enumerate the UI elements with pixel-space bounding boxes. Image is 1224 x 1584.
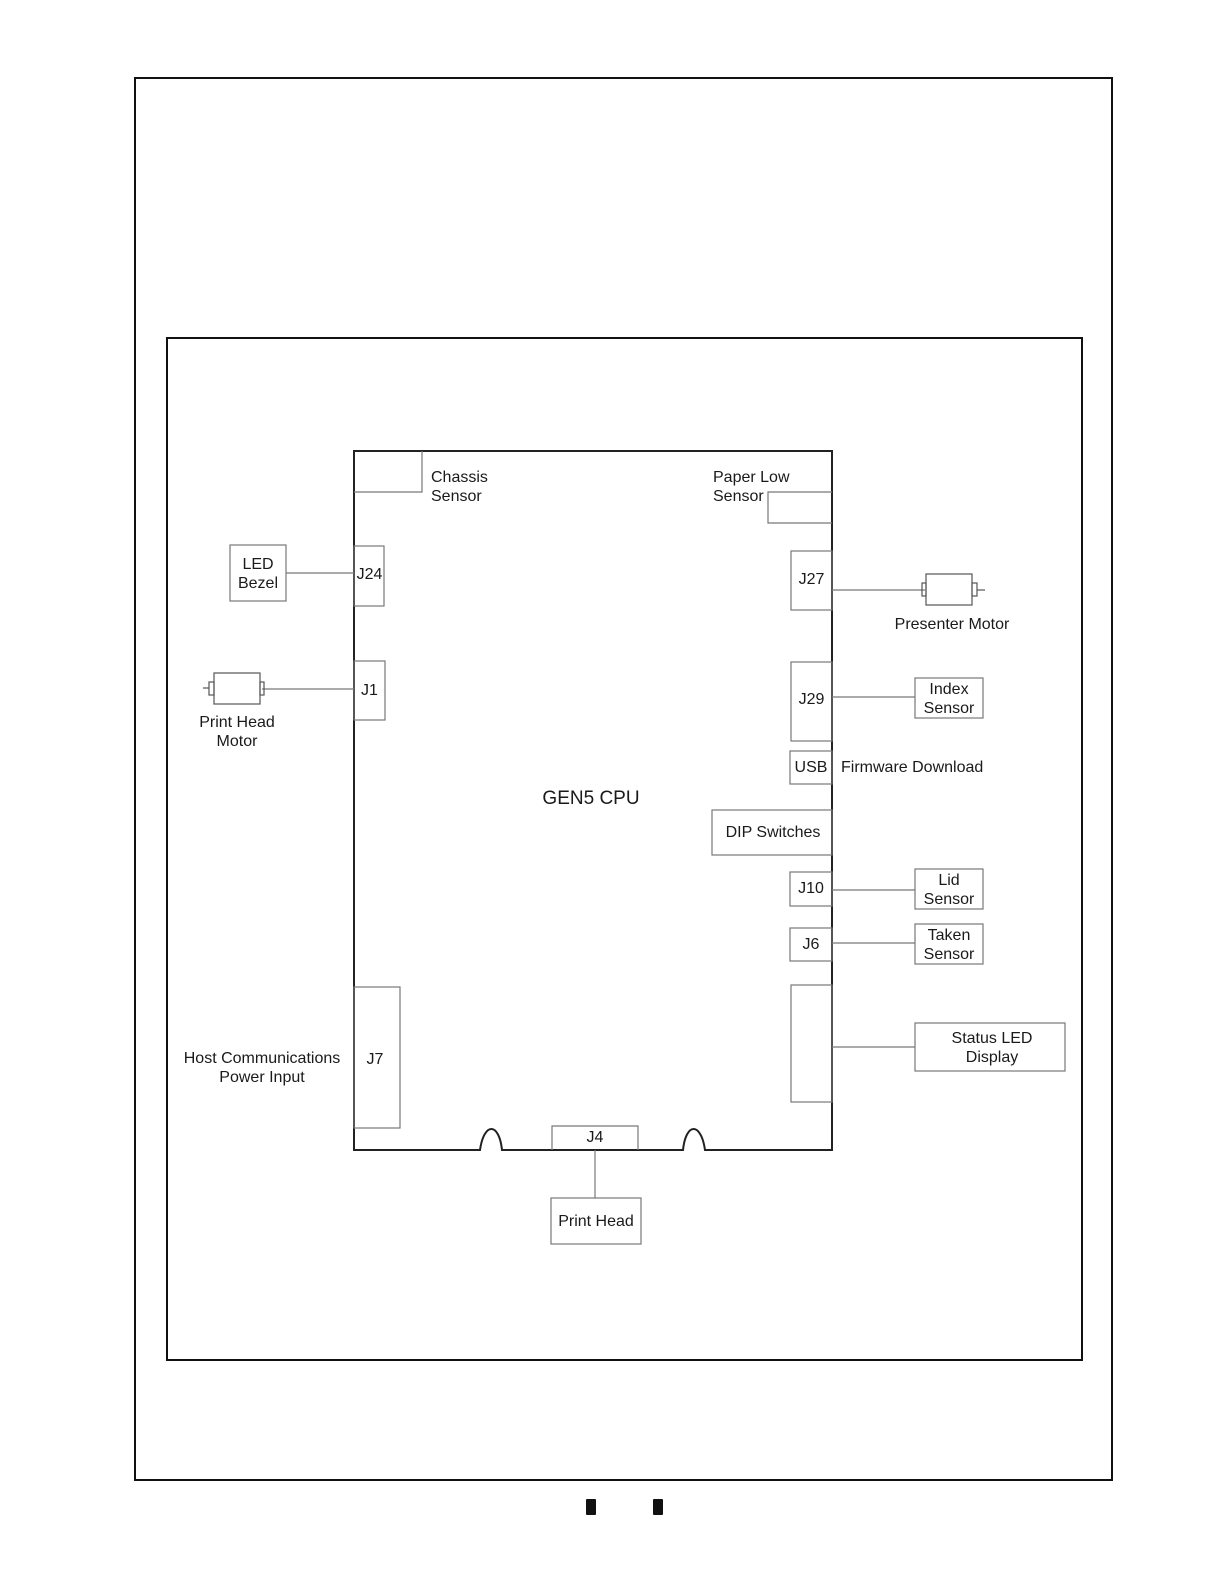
footer-mark-left — [586, 1499, 596, 1515]
j24-label: J24 — [354, 565, 385, 584]
chassis-sensor-box — [354, 451, 422, 492]
footer-mark-right — [653, 1499, 663, 1515]
status-connector — [791, 985, 832, 1102]
lid-sensor-label: Lid Sensor — [915, 871, 983, 909]
j7-label: J7 — [354, 1050, 396, 1069]
print-head-motor-icon — [203, 673, 264, 704]
taken-sensor-label: Taken Sensor — [915, 926, 983, 964]
presenter-motor-label: Presenter Motor — [887, 615, 1017, 634]
status-led-display-label: Status LED Display — [917, 1029, 1067, 1067]
dip-switches-label: DIP Switches — [712, 823, 834, 842]
chassis-sensor-label: Chassis Sensor — [431, 468, 521, 506]
index-sensor-label: Index Sensor — [915, 680, 983, 718]
j10-label: J10 — [790, 879, 832, 898]
paper-low-sensor-label: Paper Low Sensor — [713, 468, 803, 506]
j6-label: J6 — [790, 935, 832, 954]
print-head-motor-label: Print Head Motor — [182, 713, 292, 751]
host-communications-label: Host Communications Power Input — [172, 1049, 352, 1087]
j29-label: J29 — [791, 690, 832, 709]
j4-label: J4 — [552, 1128, 638, 1147]
presenter-motor-icon — [922, 574, 985, 605]
firmware-download-label: Firmware Download — [841, 758, 1001, 777]
usb-label: USB — [790, 758, 832, 777]
print-head-label: Print Head — [551, 1212, 641, 1231]
led-bezel-label: LED Bezel — [230, 555, 286, 593]
cpu-board-label: GEN5 CPU — [531, 789, 651, 808]
j27-label: J27 — [791, 570, 832, 589]
j1-label: J1 — [354, 681, 385, 700]
